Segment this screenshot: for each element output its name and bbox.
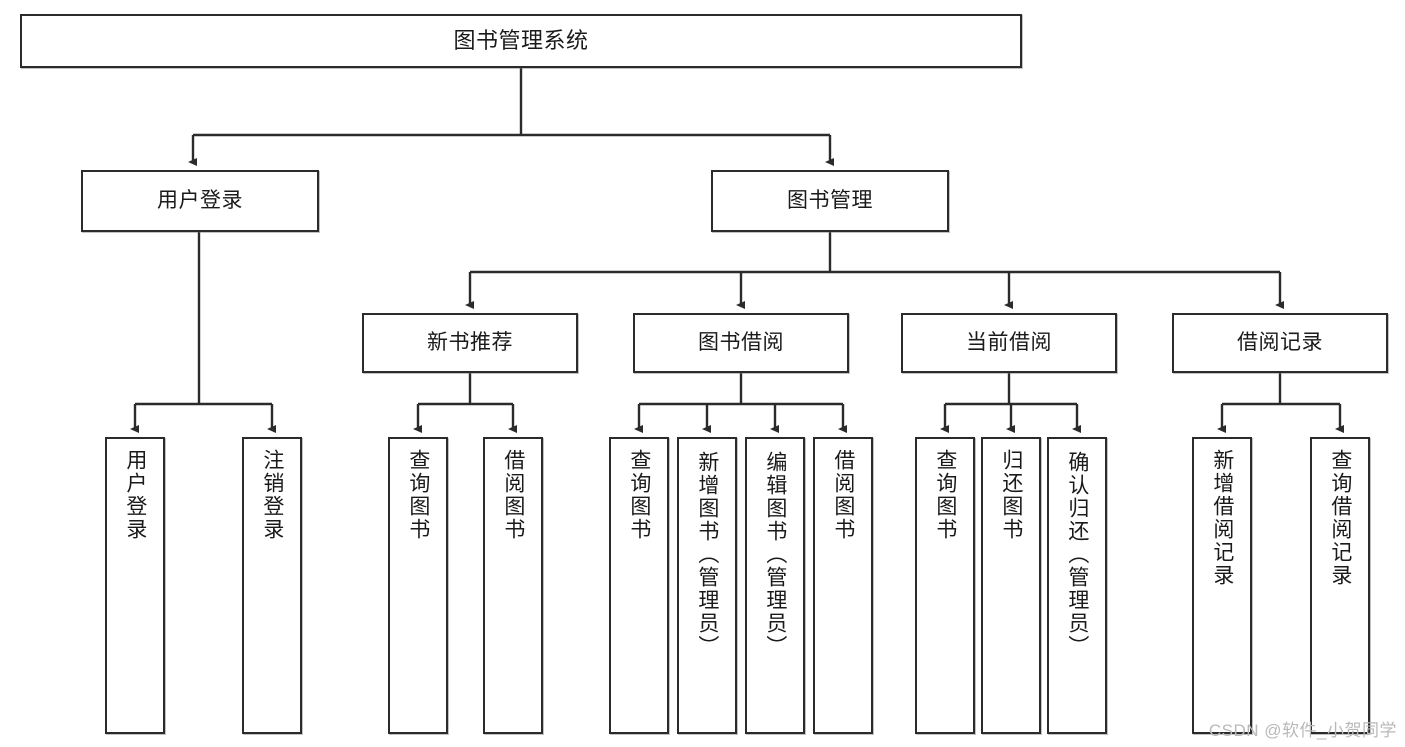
node-user-login-label: 用户登录 bbox=[157, 188, 243, 212]
node-leaf-query-book-3[interactable]: 查询图书 bbox=[915, 437, 975, 734]
node-current-borrow-label: 当前借阅 bbox=[966, 330, 1052, 354]
node-leaf-query-book-1[interactable]: 查询图书 bbox=[388, 437, 448, 734]
node-leaf-user-login-label: 用户登录 bbox=[123, 449, 147, 541]
node-new-book-recommendation[interactable]: 新书推荐 bbox=[362, 313, 578, 373]
node-book-management-label: 图书管理 bbox=[787, 188, 873, 212]
node-leaf-borrow-book-2[interactable]: 借阅图书 bbox=[813, 437, 873, 734]
node-leaf-logout-label: 注销登录 bbox=[260, 449, 284, 541]
node-leaf-edit-book-label: 编辑图书（管理员） bbox=[763, 451, 787, 658]
node-leaf-query-book-2[interactable]: 查询图书 bbox=[609, 437, 669, 734]
node-current-borrow[interactable]: 当前借阅 bbox=[901, 313, 1117, 373]
node-book-borrow-label: 图书借阅 bbox=[698, 330, 784, 354]
node-leaf-query-book-3-label: 查询图书 bbox=[933, 449, 957, 541]
node-leaf-borrow-book-2-label: 借阅图书 bbox=[831, 449, 855, 541]
node-leaf-logout[interactable]: 注销登录 bbox=[242, 437, 302, 734]
node-leaf-edit-book[interactable]: 编辑图书（管理员） bbox=[745, 437, 805, 734]
node-leaf-query-book-2-label: 查询图书 bbox=[627, 449, 651, 541]
node-user-login[interactable]: 用户登录 bbox=[81, 170, 319, 232]
node-borrow-record-label: 借阅记录 bbox=[1237, 330, 1323, 354]
node-leaf-borrow-book-1[interactable]: 借阅图书 bbox=[483, 437, 543, 734]
node-book-management[interactable]: 图书管理 bbox=[711, 170, 949, 232]
node-leaf-user-login[interactable]: 用户登录 bbox=[105, 437, 165, 734]
node-leaf-add-book-label: 新增图书（管理员） bbox=[695, 451, 719, 658]
node-new-book-recommendation-label: 新书推荐 bbox=[427, 330, 513, 354]
node-leaf-add-record[interactable]: 新增借阅记录 bbox=[1192, 437, 1252, 734]
node-root[interactable]: 图书管理系统 bbox=[20, 14, 1022, 68]
watermark: CSDN @软件_小贺同学 bbox=[1208, 721, 1397, 740]
node-root-label: 图书管理系统 bbox=[453, 28, 589, 54]
node-borrow-record[interactable]: 借阅记录 bbox=[1172, 313, 1388, 373]
node-leaf-borrow-book-1-label: 借阅图书 bbox=[501, 449, 525, 541]
node-leaf-add-record-label: 新增借阅记录 bbox=[1210, 449, 1234, 587]
node-book-borrow[interactable]: 图书借阅 bbox=[633, 313, 849, 373]
node-leaf-query-record[interactable]: 查询借阅记录 bbox=[1310, 437, 1370, 734]
node-leaf-query-record-label: 查询借阅记录 bbox=[1328, 449, 1352, 587]
node-leaf-return-book-label: 归还图书 bbox=[999, 449, 1023, 541]
node-leaf-confirm-return[interactable]: 确认归还（管理员） bbox=[1047, 437, 1107, 734]
node-leaf-return-book[interactable]: 归还图书 bbox=[981, 437, 1041, 734]
node-leaf-query-book-1-label: 查询图书 bbox=[406, 449, 430, 541]
node-leaf-add-book[interactable]: 新增图书（管理员） bbox=[677, 437, 737, 734]
node-leaf-confirm-return-label: 确认归还（管理员） bbox=[1065, 451, 1089, 658]
